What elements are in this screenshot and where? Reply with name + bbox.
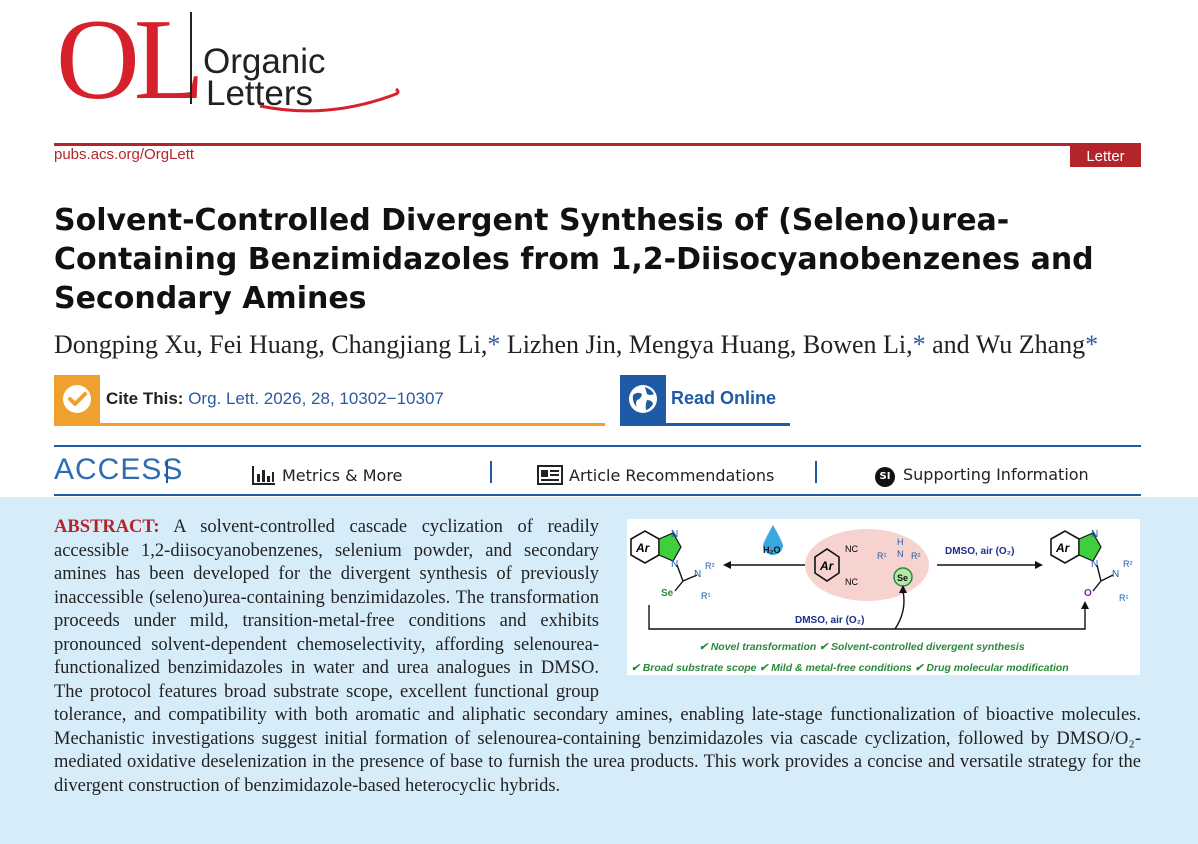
journal-url-link[interactable]: pubs.acs.org/OrgLett	[54, 146, 195, 163]
ar-label: Ar	[819, 559, 835, 573]
dmso-condition-top: DMSO, air (O₂)	[945, 546, 1014, 557]
author-name[interactable]: Wu Zhang	[975, 330, 1086, 359]
r2-label: R²	[911, 551, 921, 561]
access-separator	[166, 461, 168, 483]
o-label: O	[1084, 588, 1092, 599]
access-bar-top-rule	[54, 445, 1141, 447]
access-label: ACCESS	[54, 453, 184, 486]
read-online-button[interactable]	[620, 375, 790, 426]
n-label: N	[671, 529, 678, 540]
abstract-text: A solvent-controlled cascade cyclization…	[54, 517, 1141, 796]
n-label: N	[1112, 569, 1119, 580]
article-type-badge: Letter	[1070, 146, 1141, 167]
nc-label: NC	[845, 544, 858, 554]
water-label: H₂O	[763, 545, 781, 555]
r1-label: R¹	[1119, 593, 1129, 603]
article-title: Solvent-Controlled Divergent Synthesis o…	[54, 203, 1094, 316]
se-label: Se	[661, 588, 674, 599]
n-label: N	[897, 549, 904, 559]
feature-line-1: ✔ Novel transformation ✔ Solvent-control…	[699, 641, 1025, 653]
ar-label: Ar	[635, 541, 651, 555]
author-name[interactable]: Lizhen Jin	[506, 330, 616, 359]
document-list-icon	[537, 465, 563, 485]
n-label: N	[671, 559, 678, 570]
r2-label: R²	[705, 561, 715, 571]
article-recommendations-link[interactable]: Article Recommendations	[537, 465, 774, 485]
cite-label: Cite This:	[106, 389, 184, 408]
metrics-label: Metrics & More	[282, 466, 403, 485]
journal-logo-abbrev: OL	[56, 0, 205, 124]
abstract-label: ABSTRACT:	[54, 517, 160, 537]
logo-divider	[190, 12, 192, 104]
n-label: N	[1091, 529, 1098, 540]
h-label: H	[897, 537, 904, 547]
journal-logo-word1: Organic	[203, 42, 326, 81]
supporting-information-label: Supporting Information	[903, 465, 1089, 484]
author-name[interactable]: Mengya Huang	[628, 330, 790, 359]
r1-label: R¹	[701, 591, 711, 601]
author-name[interactable]: Dongping Xu	[54, 330, 197, 359]
n-label: N	[694, 569, 701, 580]
author-connector: and	[932, 330, 970, 359]
corresponding-author-mark[interactable]: *	[1085, 330, 1099, 359]
author-name[interactable]: Bowen Li	[802, 330, 907, 359]
metrics-link[interactable]: Metrics & More	[252, 465, 402, 485]
r2-label: R²	[1123, 559, 1133, 569]
access-separator	[490, 461, 492, 483]
globe-icon	[620, 375, 666, 423]
access-bar-bottom-rule	[54, 494, 1141, 496]
feature-line-2: ✔ Broad substrate scope ✔ Mild & metal-f…	[631, 662, 1069, 674]
nc-label: NC	[845, 577, 858, 587]
author-name[interactable]: Fei Huang	[209, 330, 319, 359]
cite-reference[interactable]: Org. Lett. 2026, 28, 10302−10307	[188, 389, 444, 408]
bar-chart-icon	[252, 466, 275, 485]
author-list: Dongping Xu, Fei Huang, Changjiang Li,* …	[54, 330, 1099, 359]
cite-text: Cite This: Org. Lett. 2026, 28, 10302−10…	[106, 389, 444, 409]
ar-label: Ar	[1055, 541, 1071, 555]
corresponding-author-mark[interactable]: *	[912, 330, 926, 359]
cite-this-box[interactable]	[54, 375, 605, 426]
selenourea-product-structure: Ar N N Se N R² R¹	[630, 529, 715, 601]
supporting-information-link[interactable]: SI Supporting Information	[875, 465, 1089, 487]
si-icon: SI	[875, 467, 895, 487]
dmso-condition-bottom: DMSO, air (O₂)	[795, 615, 864, 626]
access-separator	[815, 461, 817, 483]
read-online-label[interactable]: Read Online	[671, 388, 777, 408]
abstract: ABSTRACT: A solvent-controlled cascade c…	[54, 516, 1141, 798]
se-label: Se	[897, 573, 908, 583]
toc-graphic: Ar N N Se N R² R¹ H₂O Ar NC NC R¹ H N R²…	[627, 519, 1140, 675]
logo-swoosh-icon	[259, 87, 400, 113]
corresponding-author-mark[interactable]: *	[487, 330, 501, 359]
header-rule	[54, 143, 1141, 146]
journal-logo-word2: Letters	[206, 74, 313, 113]
article-recommendations-label: Article Recommendations	[569, 466, 775, 485]
r1-label: R¹	[877, 551, 887, 561]
urea-product-structure: Ar N N O N R² R¹	[1050, 529, 1133, 603]
checkmark-icon	[54, 375, 100, 423]
n-label: N	[1091, 559, 1098, 570]
water-drop-icon	[763, 525, 783, 555]
author-name[interactable]: Changjiang Li	[331, 330, 481, 359]
